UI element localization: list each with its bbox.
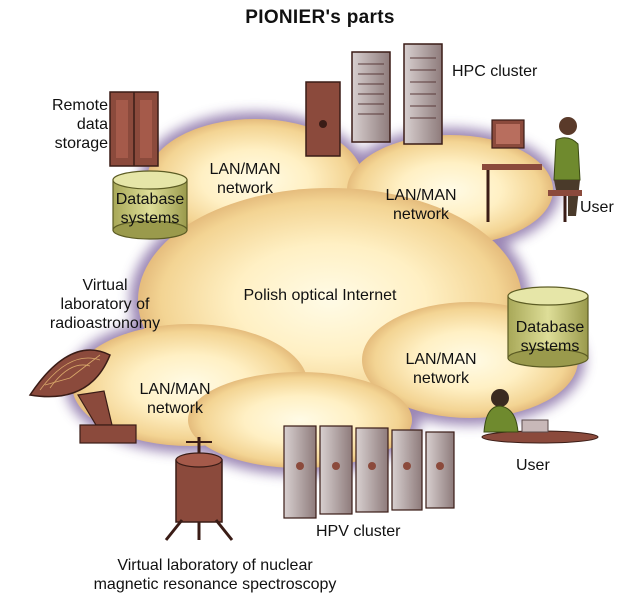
- user-bottom-label: User: [516, 457, 550, 474]
- hpv-cluster-label: HPV cluster: [316, 523, 401, 540]
- user-top-label: User: [580, 199, 614, 216]
- radioastronomy-label: Virtual laboratory of radioastronomy: [49, 277, 161, 332]
- hpv-cluster-icon: [283, 425, 455, 519]
- center-network-label: Polish optical Internet: [243, 287, 397, 304]
- cloud-top-right-label: LAN/MAN network: [385, 187, 457, 223]
- hpc-cluster-label: HPC cluster: [452, 63, 538, 80]
- cloud-top-left-label: LAN/MAN network: [209, 161, 281, 197]
- diagram-title: PIONIER's parts: [245, 7, 395, 28]
- cloud-bottom-left-label: LAN/MAN network: [139, 381, 211, 417]
- database-right-label: Database systems: [515, 319, 585, 355]
- user-bottom-icon: [481, 389, 599, 444]
- database-right-icon: [507, 286, 589, 368]
- remote-storage-icon: [109, 91, 159, 167]
- nmr-lab-icon: [164, 437, 234, 541]
- nmr-lab-label: Virtual laboratory of nuclear magnetic r…: [93, 557, 337, 593]
- hpc-cluster-icon: [305, 43, 443, 157]
- radio-dish-icon: [28, 349, 137, 444]
- database-left-icon: [112, 170, 188, 240]
- remote-storage-label: Remote data storage: [51, 97, 108, 152]
- database-left-label: Database systems: [115, 191, 185, 227]
- cloud-bottom-right-label: LAN/MAN network: [405, 351, 477, 387]
- user-top-icon: [482, 117, 582, 222]
